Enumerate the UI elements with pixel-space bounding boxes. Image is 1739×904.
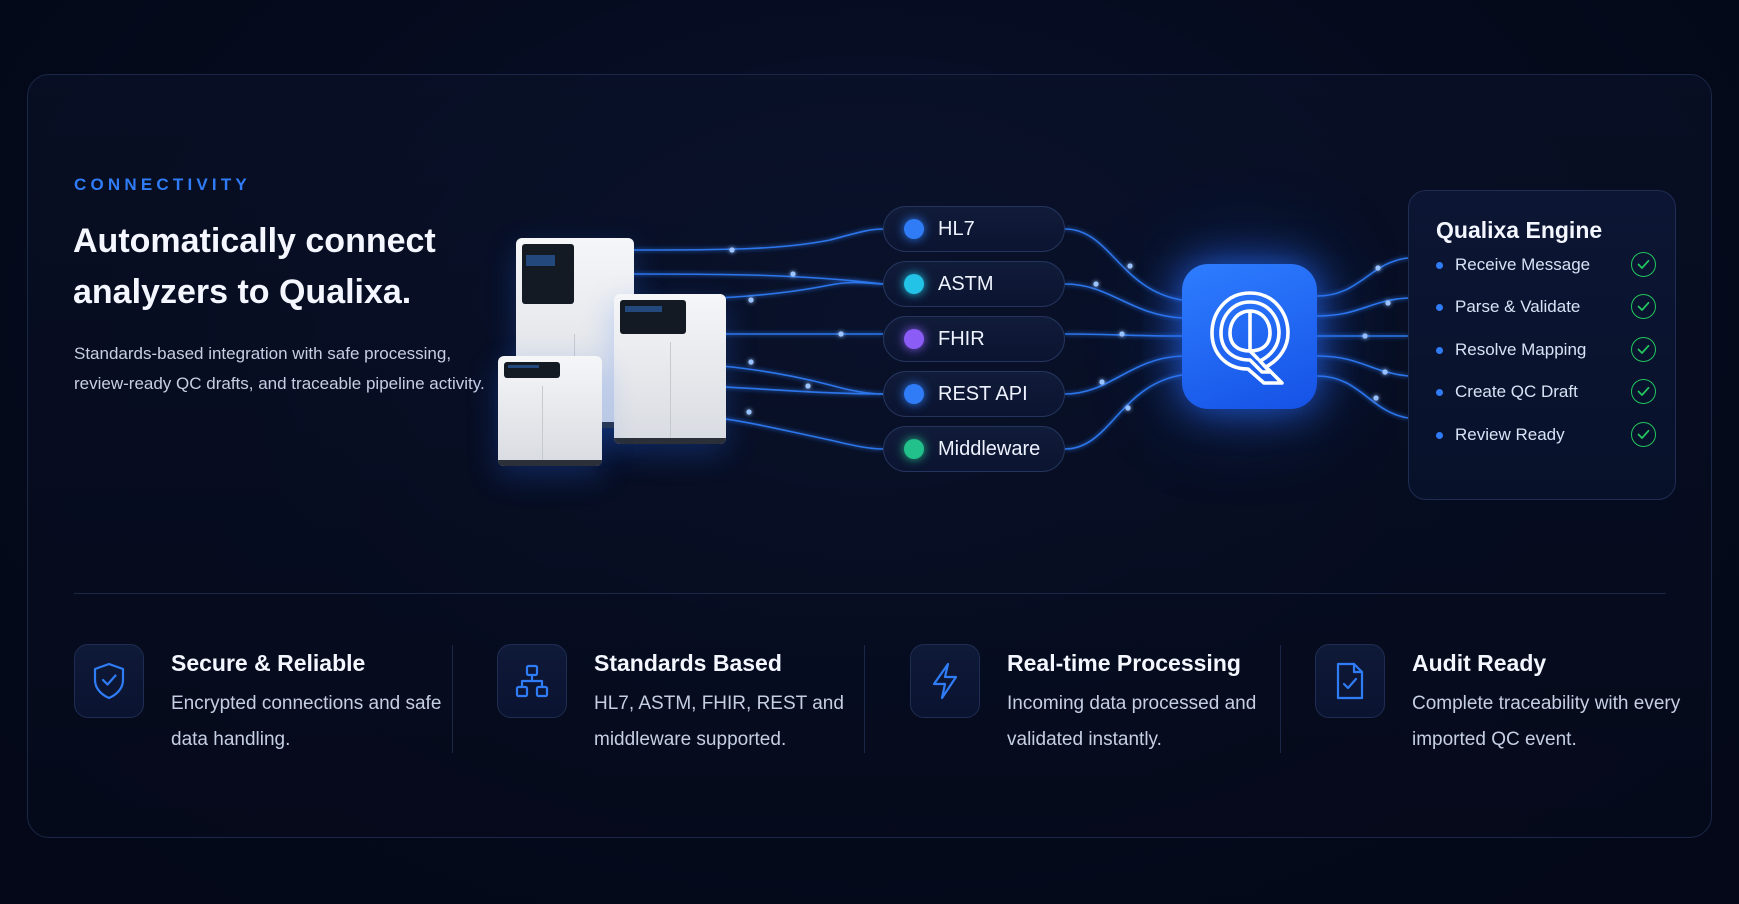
engine-step-receive: Receive Message (1436, 252, 1656, 278)
analyzer-machines-image (480, 220, 740, 480)
feature-secure-reliable: Secure & Reliable Encrypted connections … (74, 644, 444, 754)
engine-step-label: Create QC Draft (1455, 382, 1578, 401)
engine-step-label: Review Ready (1455, 425, 1565, 444)
status-dot (904, 439, 924, 459)
status-dot (904, 274, 924, 294)
feature-icon-box (74, 644, 144, 718)
qualixa-q-icon (1209, 290, 1290, 385)
section-description: Standards-based integration with safe pr… (74, 344, 485, 393)
section-divider (74, 593, 1666, 594)
section-headline: Automatically connect analyzers to Quali… (73, 222, 436, 311)
protocol-pill-middleware: Middleware (883, 426, 1065, 472)
feature-description: HL7, ASTM, FHIR, REST and middleware sup… (594, 693, 844, 750)
feature-title: Secure & Reliable (171, 650, 366, 676)
protocol-pill-astm: ASTM (883, 261, 1065, 307)
feature-real-time-processing: Real-time Processing Incoming data proce… (910, 644, 1280, 754)
engine-step-resolve: Resolve Mapping (1436, 337, 1656, 363)
protocol-label: REST API (938, 382, 1028, 405)
feature-description: Encrypted connections and safe data hand… (171, 693, 442, 750)
feature-icon-box (497, 644, 567, 718)
feature-icon-box (910, 644, 980, 718)
protocol-pill-rest-api: REST API (883, 371, 1065, 417)
check-circle-icon (1631, 422, 1656, 447)
bullet-icon (1436, 431, 1443, 439)
protocol-label: FHIR (938, 327, 985, 350)
check-circle-icon (1631, 294, 1656, 319)
feature-title: Audit Ready (1412, 650, 1547, 676)
document-check-icon (1336, 662, 1364, 700)
status-dot (904, 384, 924, 404)
feature-description: Incoming data processed and validated in… (1007, 693, 1257, 750)
engine-step-review: Review Ready (1436, 422, 1656, 448)
bullet-icon (1436, 346, 1443, 354)
protocol-pill-hl7: HL7 (883, 206, 1065, 252)
feature-title: Standards Based (594, 650, 782, 676)
section-eyebrow: CONNECTIVITY (74, 175, 251, 194)
protocol-label: HL7 (938, 217, 975, 240)
status-dot (904, 219, 924, 239)
engine-step-create: Create QC Draft (1436, 379, 1656, 405)
lightning-icon (932, 662, 958, 700)
engine-step-label: Parse & Validate (1455, 297, 1581, 316)
bullet-icon (1436, 388, 1443, 396)
engine-step-label: Resolve Mapping (1455, 340, 1587, 359)
feature-separator (452, 645, 453, 753)
analyzer-right (614, 294, 726, 444)
feature-title: Real-time Processing (1007, 650, 1241, 676)
analyzer-compact (498, 356, 602, 466)
check-circle-icon (1631, 379, 1656, 404)
bullet-icon (1436, 303, 1443, 311)
feature-icon-box (1315, 644, 1385, 718)
engine-step-parse: Parse & Validate (1436, 294, 1656, 320)
engine-title: Qualixa Engine (1436, 217, 1603, 243)
feature-audit-ready: Audit Ready Complete traceability with e… (1315, 644, 1685, 754)
feature-standards-based: Standards Based HL7, ASTM, FHIR, REST an… (497, 644, 867, 754)
protocol-pill-fhir: FHIR (883, 316, 1065, 362)
feature-separator (1280, 645, 1281, 753)
check-circle-icon (1631, 252, 1656, 277)
protocol-label: Middleware (938, 437, 1041, 460)
qualixa-logo (1182, 264, 1317, 409)
protocol-label: ASTM (938, 272, 994, 295)
check-circle-icon (1631, 337, 1656, 362)
network-icon (515, 664, 549, 698)
bullet-icon (1436, 261, 1443, 269)
feature-separator (864, 645, 865, 753)
shield-check-icon (93, 662, 125, 700)
engine-step-label: Receive Message (1455, 255, 1591, 274)
status-dot (904, 329, 924, 349)
qualixa-engine-panel: Qualixa Engine Receive Message Parse & V… (1408, 190, 1676, 500)
feature-description: Complete traceability with every importe… (1412, 693, 1681, 750)
